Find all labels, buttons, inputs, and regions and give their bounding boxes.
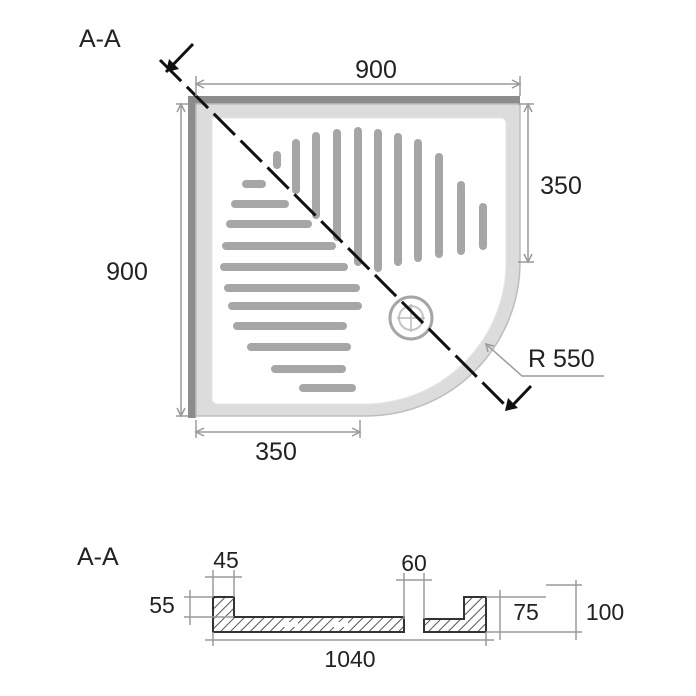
section-rim-height-label: 55 (149, 592, 175, 618)
dimension-rim-width (205, 570, 242, 597)
vertical-grooves (273, 127, 487, 272)
section-drain-width-label: 60 (401, 550, 427, 576)
dimension-depth (176, 102, 188, 418)
plan-bottom-straight-label: 350 (255, 438, 297, 466)
dimension-drain-width (396, 573, 432, 619)
section-total-height-label: 100 (586, 599, 624, 625)
plan-depth-label: 900 (106, 258, 148, 286)
cut-arrow-top-head (166, 59, 179, 72)
dimension-width (194, 76, 522, 96)
cut-line-dashed (158, 58, 508, 408)
section-rim-width-label: 45 (213, 547, 239, 573)
section-total-length-label: 1040 (324, 646, 375, 672)
plan-view: A-A 900 900 350 350 R 550 (79, 25, 604, 466)
dimension-side-straight (518, 102, 534, 264)
section-profile-right (423, 596, 487, 633)
radius-leader (484, 342, 604, 377)
plan-section-label: A-A (79, 25, 121, 53)
dimension-total-length (205, 632, 494, 646)
cut-arrow-bottom-head (505, 398, 518, 411)
section-inner-height-label: 75 (513, 599, 539, 625)
drain (388, 295, 434, 341)
tray-back-edge-top (188, 96, 520, 104)
section-cut-line (158, 42, 533, 411)
section-gap (332, 622, 348, 627)
plan-side-straight-label: 350 (540, 172, 582, 200)
tray-back-edge-left (188, 96, 196, 418)
section-profile (212, 596, 405, 633)
dimension-inner-height (486, 590, 546, 640)
horizontal-grooves (220, 180, 362, 392)
dimension-rim-height (184, 590, 234, 625)
plan-width-label: 900 (355, 56, 397, 84)
section-gap (282, 622, 298, 627)
section-label: A-A (77, 543, 119, 571)
dimension-total-height (546, 580, 582, 640)
dimension-bottom-straight (194, 420, 362, 438)
section-view: A-A 45 55 60 75 100 1040 (77, 543, 624, 672)
plan-radius-label: R 550 (528, 345, 595, 373)
